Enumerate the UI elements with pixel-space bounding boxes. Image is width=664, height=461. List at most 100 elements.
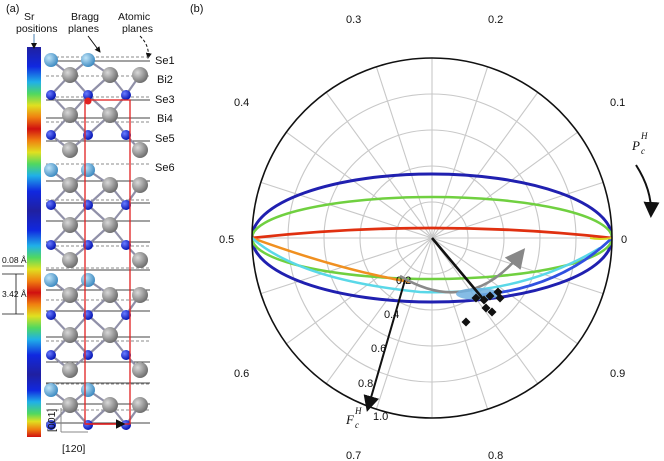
phase-label-0-5: 0.5 [219,234,234,246]
diamond-marker [481,303,491,313]
bi-atom [102,327,118,343]
diamond-marker [485,291,495,301]
pc-subscript: c [641,146,645,156]
atomic-label-line2: planes [122,23,153,35]
ellipse-green [252,195,612,281]
fc-subscript: c [355,420,359,430]
bi-atom [132,142,148,158]
unit-cell-outline [84,99,131,425]
data-vector [431,237,485,301]
sr-atom [44,53,58,67]
grid-spoke-11 [260,237,433,295]
bragg-label-line1: Bragg [71,11,99,23]
bi-atom [62,362,78,378]
grid-spoke-6 [375,66,433,239]
sr-label-line1: Sr [24,11,35,23]
amplitude-label-0-2: 0.2 [396,275,411,287]
grid-spoke-3 [431,92,539,239]
bi-atom [102,177,118,193]
grid-spoke-13 [325,237,433,384]
bi-atom [132,287,148,303]
se-atom [121,90,131,100]
se-atom [46,240,56,250]
sr-label-line2: positions [16,23,57,35]
sr-atom [81,53,95,67]
bi-atom [62,327,78,343]
diamond-marker [461,317,471,327]
layer-label-se1: Se1 [155,55,175,67]
axis-120-label: [120] [62,443,85,455]
diamond-marker [471,293,481,303]
se-atom [46,350,56,360]
phase-label-0-9: 0.9 [610,368,625,380]
bi-atom [102,107,118,123]
diamond-marker [479,295,489,305]
curve-yellow [589,237,612,240]
se-atom [83,90,93,100]
grid-spoke-12 [286,237,433,345]
bi-atom [62,217,78,233]
grid-spoke-8 [286,131,433,239]
panel-b-label: (b) [190,3,203,15]
bi-atom [62,67,78,83]
se-atom [46,310,56,320]
atomic-label-line1: Atomic [118,11,150,23]
se-atom [121,130,131,140]
bi-atom [132,397,148,413]
pc-symbol: P [631,138,640,153]
bragg-pointer-arrow [87,35,101,53]
bragg-label-line2: planes [68,23,99,35]
amplitude-label-0-6: 0.6 [371,343,386,355]
amplitude-label-1-0: 1.0 [373,411,388,423]
panel-b: (b) 0 0.1 0.2 0.3 0.4 0.5 0.6 0.7 0.8 0.… [190,3,660,461]
se-atom [46,420,56,430]
amplitude-label-0-8: 0.8 [358,378,373,390]
se-atom [121,200,131,210]
polar-outer-circle [251,57,613,419]
diamond-marker [487,307,497,317]
se-atom [46,200,56,210]
sr-atom [81,163,95,177]
phase-label-0-3: 0.3 [346,14,361,26]
bi-atom [62,107,78,123]
se-atom [121,310,131,320]
highlight-atom [84,97,92,105]
spacing-label-large: 3.42 Å [2,289,27,299]
bi-atom [102,217,118,233]
grid-spoke-16 [431,237,489,410]
se-atom [46,130,56,140]
grid-spoke-14 [375,237,433,410]
fc-symbol: F [345,412,355,427]
bi-atom [62,287,78,303]
phase-label-0-4: 0.4 [234,97,249,109]
grid-spoke-4 [431,66,489,239]
bi-atom [62,252,78,268]
sr-atom [81,383,95,397]
layer-label-se6: Se6 [155,162,175,174]
bi-atom [132,362,148,378]
sr-atom [44,163,58,177]
color-bar [27,47,41,437]
bi-atom [102,397,118,413]
grid-spoke-7 [325,92,433,239]
phase-label-0: 0 [621,234,627,246]
se-atom [46,90,56,100]
curve-red-upper [252,226,612,240]
diamond-marker [495,293,505,303]
bi-atom [62,142,78,158]
ellipse-outer-blue [252,172,612,304]
pc-rotation-arrow [635,164,660,218]
bi-atom [102,287,118,303]
bi-atom [102,67,118,83]
panel-a-label: (a) [6,3,19,15]
fc-superscript: H [354,406,362,416]
ellipse-group [252,172,612,304]
pc-superscript: H [640,131,648,141]
spacing-label-small: 0.08 Å [2,255,27,265]
curve-cyan-lower [252,237,601,294]
phase-label-0-2: 0.2 [488,14,503,26]
bi-atom [62,397,78,413]
bi-atom [132,252,148,268]
